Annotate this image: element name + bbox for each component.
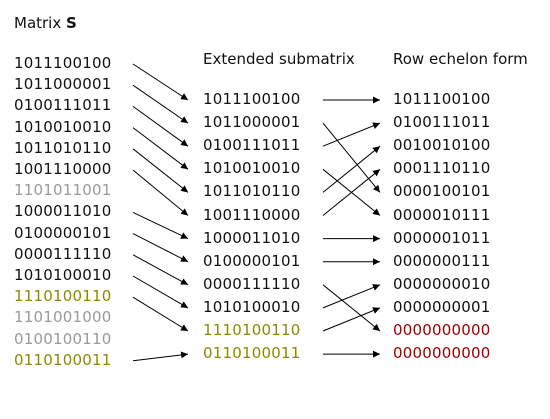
matrix-s-row: 0110100011 xyxy=(14,350,112,369)
echelon-row: 0000000000 xyxy=(393,321,491,339)
matrix-s-row: 0100000101 xyxy=(14,223,112,242)
arrow-s-to-submatrix xyxy=(132,233,189,263)
echelon-row: 0000000010 xyxy=(393,274,491,293)
submatrix-row: 1011000001 xyxy=(203,113,301,132)
matrix-s-row: 1011100100 xyxy=(14,54,112,72)
header-row-echelon-form: Row echelon form xyxy=(393,50,528,68)
arrow-s-to-submatrix xyxy=(132,84,189,124)
matrix-s-row: 1011010110 xyxy=(14,138,112,157)
echelon-row: 0000000001 xyxy=(393,297,491,316)
matrix-s-row: 1101011001 xyxy=(14,181,112,200)
submatrix-row: 0110100011 xyxy=(203,344,301,363)
matrix-s-row: 1001110000 xyxy=(14,160,112,178)
matrix-s-row: 1010010010 xyxy=(14,117,112,136)
submatrix-row: 0000111110 xyxy=(203,274,301,293)
submatrix-row: 0100000101 xyxy=(203,251,301,270)
arrow-s-to-submatrix xyxy=(132,169,189,216)
matrix-s-row: 1101001000 xyxy=(14,308,112,327)
arrow-submatrix-to-echelon xyxy=(322,122,381,147)
arrow-submatrix-to-echelon xyxy=(322,307,381,332)
arrow-s-to-submatrix xyxy=(132,105,189,147)
arrow-submatrix-to-echelon xyxy=(322,122,381,193)
matrix-s-row: 1010100010 xyxy=(14,266,112,284)
echelon-row: 0001110110 xyxy=(393,159,491,178)
arrow-s-to-submatrix xyxy=(132,275,189,309)
arrow-s-to-submatrix xyxy=(132,296,189,332)
matrix-s-row: 1000011010 xyxy=(14,202,112,221)
header-extended-submatrix: Extended submatrix xyxy=(203,50,355,68)
submatrix-row: 1001110000 xyxy=(203,205,301,224)
matrix-symbol: S xyxy=(66,14,77,32)
echelon-row: 0000100101 xyxy=(393,182,491,201)
submatrix-row: 1010010010 xyxy=(203,159,301,178)
echelon-row: 0000000000 xyxy=(393,344,491,363)
matrix-s-row: 1110100110 xyxy=(14,287,112,306)
matrix-s-row: 0000111110 xyxy=(14,244,112,263)
arrow-submatrix-to-echelon xyxy=(322,145,381,193)
echelon-row: 1011100100 xyxy=(393,90,491,108)
matrix-title-prefix: Matrix xyxy=(14,14,66,32)
echelon-row: 0100111011 xyxy=(393,113,491,132)
submatrix-row: 1011010110 xyxy=(203,182,301,201)
matrix-title: Matrix S xyxy=(14,14,77,32)
submatrix-row: 1110100110 xyxy=(203,321,301,339)
matrix-s-row: 0100100110 xyxy=(14,329,112,348)
submatrix-row: 1000011010 xyxy=(203,228,301,247)
submatrix-row: 1010100010 xyxy=(203,297,301,316)
arrow-s-to-submatrix xyxy=(132,127,189,170)
arrow-s-to-submatrix xyxy=(132,211,189,240)
arrow-s-to-submatrix xyxy=(132,351,189,362)
arrow-submatrix-to-echelon xyxy=(322,284,381,309)
matrix-s-row: 0100111011 xyxy=(14,96,112,115)
matrix-s-row: 1011000001 xyxy=(14,75,112,94)
arrow-submatrix-to-echelon xyxy=(322,168,381,216)
echelon-row: 0000001011 xyxy=(393,228,491,247)
echelon-row: 0000010111 xyxy=(393,205,491,224)
submatrix-row: 0100111011 xyxy=(203,136,301,155)
submatrix-row: 1011100100 xyxy=(203,90,301,108)
arrow-s-to-submatrix xyxy=(132,148,189,193)
arrow-s-to-submatrix xyxy=(132,63,189,101)
arrow-submatrix-to-echelon xyxy=(322,284,381,332)
echelon-row: 0010010100 xyxy=(393,136,491,155)
arrow-s-to-submatrix xyxy=(132,254,189,286)
echelon-row: 0000000111 xyxy=(393,251,491,270)
